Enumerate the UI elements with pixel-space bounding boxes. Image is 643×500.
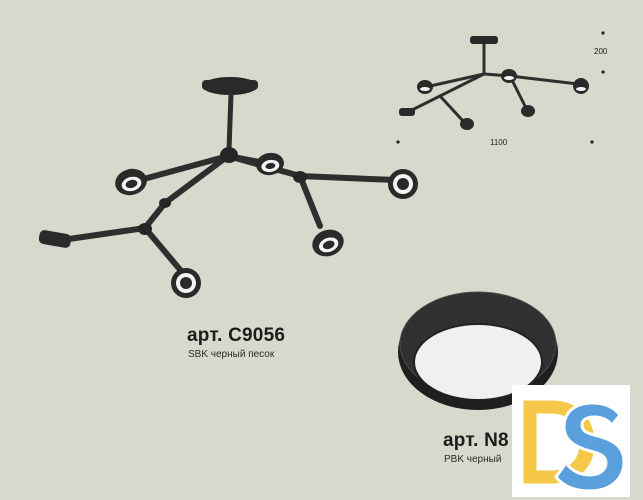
product-2-description: PBK черный xyxy=(444,454,502,465)
product-2-article: арт. N8 xyxy=(443,430,509,451)
dimension-width: 1100 xyxy=(490,138,508,147)
product-1-description: SBK черный песок xyxy=(188,349,275,360)
product-1-article: арт. C9056 xyxy=(187,325,286,346)
brand-logo xyxy=(512,385,630,497)
dimension-height: 200 xyxy=(594,47,608,56)
